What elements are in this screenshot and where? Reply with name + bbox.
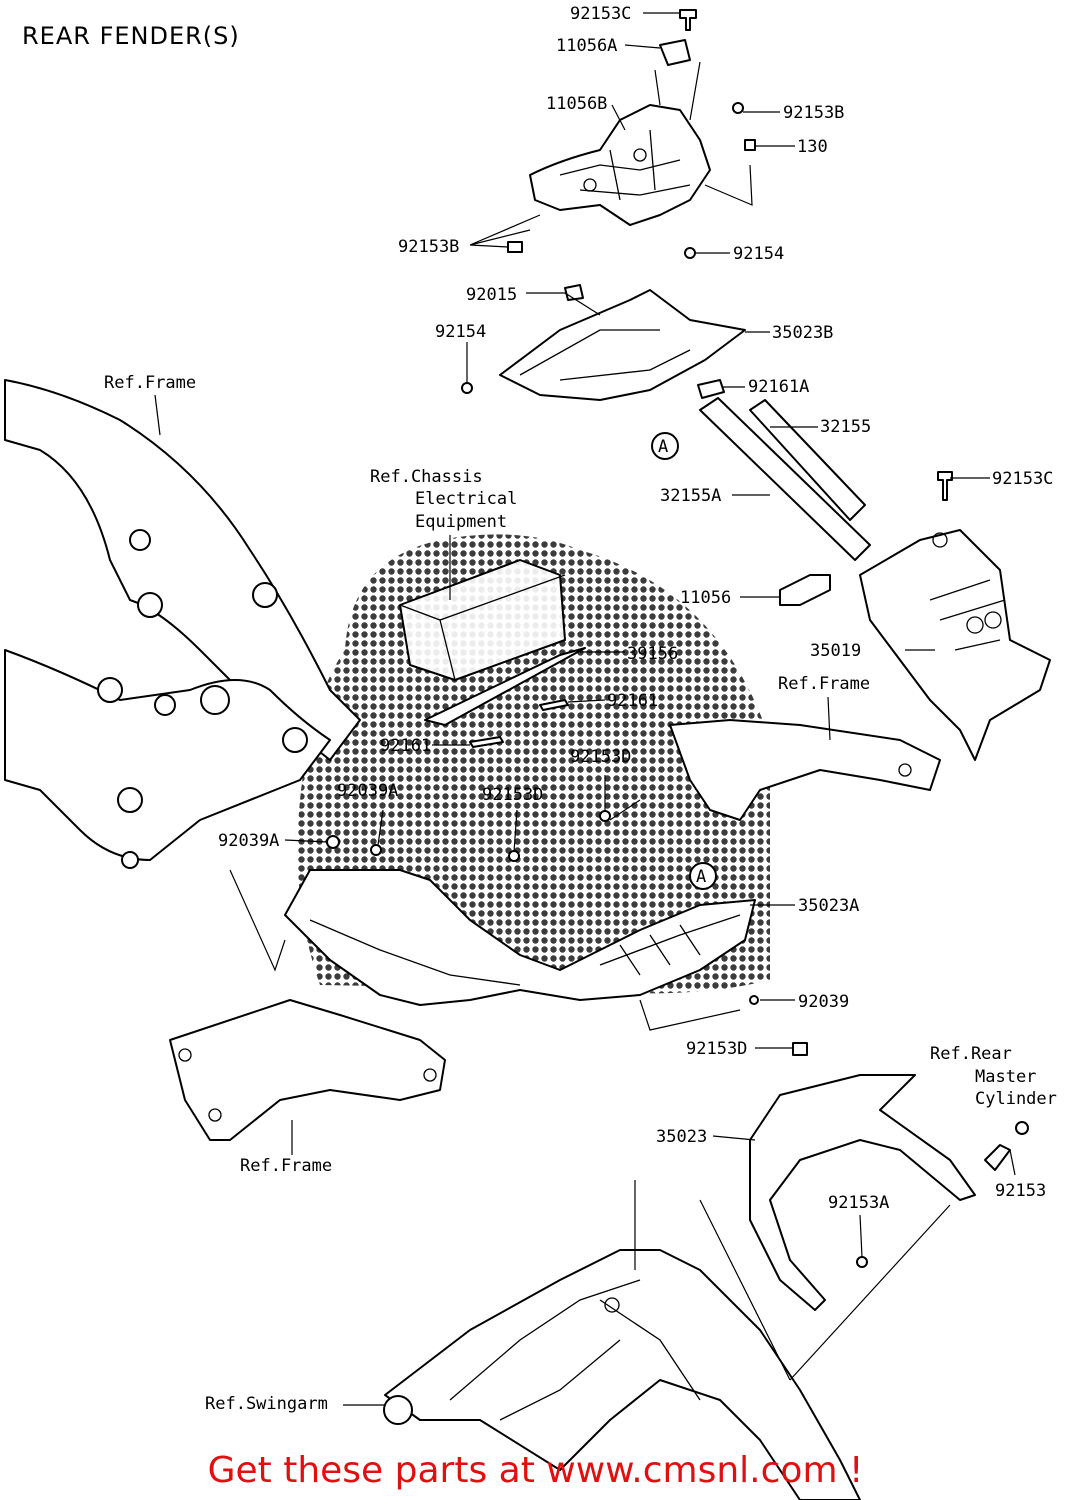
clip-92161A: [697, 379, 725, 399]
reference-labels: Ref.Frame Ref.Chassis Electrical Equipme…: [104, 373, 1057, 1414]
plate-92161-right: [539, 699, 569, 711]
bolt-130: [744, 139, 756, 151]
bolt-92154-right: [684, 247, 696, 259]
bolt-92039A-a: [370, 844, 382, 856]
ref-rear-line3: Cylinder: [975, 1089, 1057, 1109]
fender-35023A: [284, 869, 756, 1006]
bolt-92153D-b: [508, 850, 520, 862]
label-92153A: 92153A: [828, 1193, 889, 1213]
label-32155A: 32155A: [660, 486, 721, 506]
bracket-11056B: [529, 104, 711, 226]
fender-35023: [749, 1074, 976, 1311]
callout-letter-mid: A: [696, 867, 706, 887]
bolt-92153C-right: [937, 471, 953, 501]
bolt-92153B-left: [507, 241, 523, 253]
label-92161-right: 92161: [607, 691, 658, 711]
ref-rear-line2: Master: [975, 1067, 1036, 1087]
bolt-92153B-right: [732, 102, 744, 114]
bolt-92153D-a: [599, 810, 611, 822]
ref-rear-line1: Ref.Rear: [930, 1044, 1012, 1064]
label-92161A: 92161A: [748, 377, 809, 397]
plate-39156: [424, 647, 586, 726]
callout-circle-top: [651, 432, 679, 460]
label-11056B: 11056B: [546, 94, 607, 114]
label-35023: 35023: [656, 1127, 707, 1147]
cover-35023B: [499, 289, 746, 401]
label-92153C-top: 92153C: [570, 4, 631, 24]
label-32155: 32155: [820, 417, 871, 437]
clip-11056A: [659, 39, 691, 66]
label-92153D-c: 92153D: [686, 1039, 747, 1059]
label-35023B: 35023B: [772, 323, 833, 343]
label-92154-left: 92154: [435, 322, 486, 342]
label-92153D-a: 92153D: [570, 747, 631, 767]
ref-chassis-line1: Ref.Chassis: [370, 467, 483, 487]
ref-chassis-line3: Equipment: [415, 512, 507, 532]
label-11056A: 11056A: [556, 36, 617, 56]
label-92153D-b: 92153D: [482, 785, 543, 805]
label-92039A-b: 92039A: [218, 831, 279, 851]
part-labels: 92153C 11056A 11056B 92153B 130 92153B 9…: [218, 4, 1053, 1213]
bolt-92039: [749, 995, 759, 1005]
label-11056: 11056: [680, 588, 731, 608]
bolt-92039A-b: [326, 835, 340, 849]
label-35023A: 35023A: [798, 896, 859, 916]
ref-frame-right: Ref.Frame: [778, 674, 870, 694]
bolt-92153A: [856, 1256, 868, 1268]
tube-32155: [749, 399, 866, 521]
callout-letter-top: A: [658, 437, 668, 457]
clip-11056: [779, 574, 831, 606]
label-92153C-right: 92153C: [992, 469, 1053, 489]
label-92153: 92153: [995, 1181, 1046, 1201]
frame-right: [669, 719, 941, 821]
swingarm: [383, 1249, 861, 1500]
callout-circle-mid: [689, 862, 717, 890]
label-92154-right: 92154: [733, 244, 784, 264]
label-92161-left: 92161: [380, 736, 431, 756]
label-92153B-right: 92153B: [783, 103, 844, 123]
page-title: REAR FENDER(S): [22, 22, 240, 50]
bracket-35019: [859, 529, 1051, 761]
nut-92015: [564, 284, 584, 301]
ref-frame-top: Ref.Frame: [104, 373, 196, 393]
bolt-92153: [984, 1144, 1011, 1171]
plate-92161-left: [469, 736, 504, 748]
ref-frame-bottom: Ref.Frame: [240, 1156, 332, 1176]
frame-upper-left: [4, 379, 361, 869]
bolt-92154-left: [461, 382, 473, 394]
label-92039: 92039: [798, 992, 849, 1012]
footer-link-text[interactable]: Get these parts at www.cmsnl.com !: [207, 1450, 864, 1491]
ref-swingarm: Ref.Swingarm: [205, 1394, 328, 1414]
label-92153B-left: 92153B: [398, 237, 459, 257]
label-39156: 39156: [627, 644, 678, 664]
tube-32155A: [699, 397, 871, 561]
label-35019: 35019: [810, 641, 861, 661]
label-130: 130: [797, 137, 828, 157]
bolt-92153C-top: [679, 9, 697, 31]
ref-chassis-line2: Electrical: [415, 489, 517, 509]
leader-lines: [154, 12, 1016, 1406]
bolt-92153D-c: [792, 1042, 808, 1056]
frame-bottom: [169, 999, 446, 1141]
label-92015: 92015: [466, 285, 517, 305]
label-92039A-a: 92039A: [337, 781, 398, 801]
